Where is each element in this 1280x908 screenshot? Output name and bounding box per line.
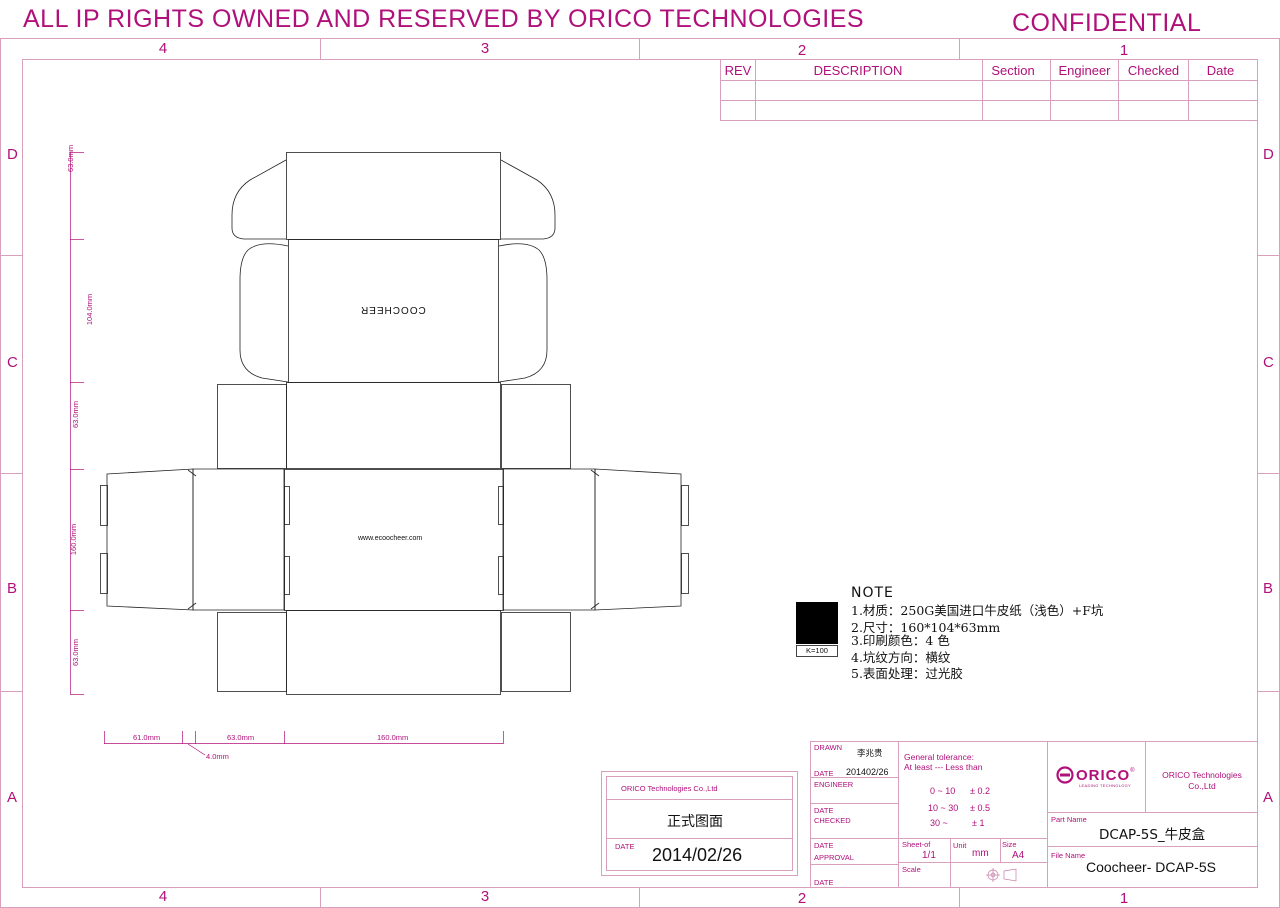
drawn-label: DRAWN bbox=[814, 743, 843, 752]
file-name-value: Coocheer- DCAP-5S bbox=[1086, 859, 1216, 875]
dim-v-3: 63.0mm bbox=[71, 400, 81, 429]
engineer-label: ENGINEER bbox=[814, 780, 854, 789]
side-inner-right bbox=[594, 468, 682, 611]
checked-label: CHECKED bbox=[814, 816, 851, 825]
orico-logo: ORICO ® bbox=[1056, 766, 1135, 784]
tolerance-sub: At least --- Less than bbox=[904, 762, 983, 772]
zone-number-top-4: 4 bbox=[158, 40, 168, 57]
zone-letter-left-c: C bbox=[7, 354, 18, 371]
tolerance-value-1: ± 0.2 bbox=[970, 786, 990, 796]
tuck-flap bbox=[286, 152, 501, 240]
dim-v-4: 160.0mm bbox=[69, 523, 79, 556]
rev-header-section: Section bbox=[991, 63, 1035, 78]
dim-small: 4.0mm bbox=[206, 752, 229, 761]
tolerance-value-3: ± 1 bbox=[972, 818, 985, 828]
part-name-label: Part Name bbox=[1051, 815, 1087, 824]
tuck-side-left bbox=[231, 159, 287, 240]
note-title: NOTE bbox=[851, 585, 894, 601]
file-name-label: File Name bbox=[1051, 851, 1086, 860]
front-flap-left bbox=[217, 612, 287, 692]
orico-logo-icon bbox=[1056, 766, 1074, 784]
date1-label: DATE bbox=[814, 769, 834, 778]
zone-number-top-1: 1 bbox=[1119, 42, 1129, 59]
unit-label: Unit bbox=[953, 841, 967, 850]
tolerance-value-2: ± 0.5 bbox=[970, 803, 990, 813]
scale-label: Scale bbox=[902, 865, 921, 874]
date4-label: DATE bbox=[814, 878, 834, 887]
size-label: Size bbox=[1002, 840, 1017, 849]
dim-v-5: 63.0mm bbox=[71, 638, 81, 667]
zone-number-bottom-2: 2 bbox=[797, 890, 807, 907]
swatch-label: K=100 bbox=[796, 645, 838, 657]
approval-label: APPROVAL bbox=[814, 853, 854, 862]
note-line-1: 1.材质：250G美国进口牛皮纸（浅色）+F坑 bbox=[851, 603, 1104, 618]
date3-label: DATE bbox=[814, 841, 834, 850]
rev-header-rev: REV bbox=[724, 63, 752, 78]
dim-h-2: 63.0mm bbox=[227, 733, 255, 742]
zone-letter-left-b: B bbox=[7, 580, 18, 597]
confidential-label: CONFIDENTIAL bbox=[1012, 9, 1202, 37]
zone-letter-right-a: A bbox=[1263, 789, 1274, 806]
tuck-side-right bbox=[500, 159, 556, 240]
unit-value: mm bbox=[972, 848, 989, 859]
sheet-label: Sheet-of bbox=[902, 840, 931, 849]
brand-mark-mirrored: COOCHEER bbox=[360, 304, 426, 315]
lid-ear-left bbox=[239, 243, 289, 383]
rev-header-date: Date bbox=[1206, 63, 1235, 78]
dim-v-2: 104.0mm bbox=[85, 293, 95, 326]
front-panel bbox=[286, 610, 501, 695]
stamp-company: ORICO Technologies Co.,Ltd bbox=[621, 784, 718, 793]
sheet-value: 1/1 bbox=[922, 850, 936, 861]
zone-number-top-3: 3 bbox=[480, 40, 490, 57]
back-flap-right bbox=[501, 384, 571, 469]
tolerance-range-3: 30 ~ bbox=[930, 818, 948, 828]
note-line-3: 3.印刷颜色：4 色 bbox=[851, 633, 950, 648]
back-flap-left bbox=[217, 384, 287, 469]
date2-label: DATE bbox=[814, 806, 834, 815]
dim-h-3: 160.0mm bbox=[377, 733, 409, 742]
rev-header-engineer: Engineer bbox=[1058, 63, 1111, 78]
side-panel-left bbox=[192, 468, 285, 611]
front-flap-right bbox=[501, 612, 571, 692]
stamp-date-label: DATE bbox=[615, 842, 635, 851]
zone-number-top-2: 2 bbox=[797, 42, 807, 59]
tolerance-title: General tolerance: bbox=[904, 752, 974, 762]
part-name-value: DCAP-5S_牛皮盒 bbox=[1099, 827, 1206, 843]
note-line-2: 2.尺寸：160*104*63mm bbox=[851, 620, 1001, 635]
side-inner-left bbox=[106, 468, 194, 611]
zone-number-bottom-4: 4 bbox=[158, 888, 168, 905]
date1-value: 201402/26 bbox=[846, 767, 889, 777]
size-value: A4 bbox=[1012, 850, 1025, 861]
zone-number-bottom-3: 3 bbox=[480, 888, 490, 905]
back-panel bbox=[286, 382, 501, 469]
zone-letter-right-b: B bbox=[1263, 580, 1274, 597]
note-line-4: 4.坑纹方向：横纹 bbox=[851, 650, 951, 665]
lid-ear-right bbox=[498, 243, 548, 383]
projection-symbol-icon bbox=[986, 868, 1017, 882]
side-panel-right bbox=[502, 468, 596, 611]
zone-letter-left-d: D bbox=[7, 146, 18, 163]
color-swatch bbox=[796, 602, 838, 644]
dim-v-1: 63.0mm bbox=[66, 144, 75, 172]
zone-number-bottom-1: 1 bbox=[1119, 890, 1129, 907]
company-name: ORICO Technologies Co.,Ltd bbox=[1162, 770, 1242, 791]
tolerance-range-1: 0 ~ 10 bbox=[930, 786, 956, 796]
note-line-5: 5.表面处理：过光胶 bbox=[851, 666, 963, 681]
rev-header-checked: Checked bbox=[1127, 63, 1180, 78]
drawn-value: 李兆贵 bbox=[857, 749, 883, 759]
zone-letter-left-a: A bbox=[7, 789, 18, 806]
logo-tagline: LEADING TECHNOLOGY bbox=[1079, 783, 1132, 788]
ip-rights-header: ALL IP RIGHTS OWNED AND RESERVED BY ORIC… bbox=[23, 5, 865, 33]
stamp-date-value: 2014/02/26 bbox=[652, 845, 743, 865]
dim-h-1: 61.0mm bbox=[133, 733, 161, 742]
tolerance-range-2: 10 ~ 30 bbox=[928, 803, 959, 813]
website-text: www.ecoocheer.com bbox=[358, 535, 423, 542]
rev-header-description: DESCRIPTION bbox=[813, 63, 903, 78]
stamp-title: 正式图面 bbox=[667, 814, 723, 830]
zone-letter-right-d: D bbox=[1263, 146, 1274, 163]
logo-wordmark: ORICO bbox=[1076, 766, 1131, 784]
zone-letter-right-c: C bbox=[1263, 354, 1274, 371]
